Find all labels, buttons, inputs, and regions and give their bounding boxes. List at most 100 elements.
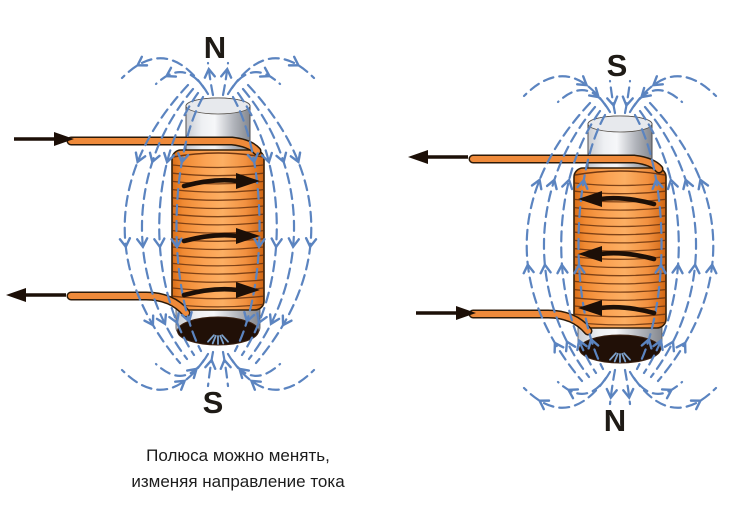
field-line bbox=[632, 376, 718, 409]
coil-winding bbox=[574, 170, 666, 176]
field-arrow-icon bbox=[162, 151, 176, 165]
pole-face-ray bbox=[609, 352, 617, 361]
field-arrow-icon bbox=[537, 399, 551, 411]
coil-winding bbox=[574, 206, 666, 211]
coil-winding bbox=[172, 188, 264, 193]
field-line bbox=[140, 87, 195, 361]
magnetic-field-lines bbox=[118, 55, 318, 391]
field-arrow-icon bbox=[256, 312, 268, 325]
field-arrow-icon bbox=[177, 152, 190, 165]
field-arrow-icon bbox=[304, 236, 318, 249]
field-arrow-icon bbox=[652, 338, 664, 352]
field-arrow-icon bbox=[587, 337, 600, 350]
field-line bbox=[522, 75, 608, 108]
magnetic-field-lines bbox=[522, 75, 718, 411]
field-arrow-icon bbox=[135, 237, 149, 250]
coil-current-arrow-icon bbox=[181, 173, 260, 189]
coil-winding bbox=[172, 254, 264, 259]
field-arrow-icon bbox=[654, 262, 667, 275]
field-line bbox=[123, 83, 190, 365]
field-arrow-icon bbox=[576, 177, 589, 191]
field-line bbox=[525, 101, 592, 383]
field-line bbox=[158, 91, 200, 357]
coil-winding bbox=[574, 280, 666, 285]
pole-face-dark bbox=[579, 334, 661, 364]
field-arrow-icon bbox=[553, 341, 565, 354]
coil-winding bbox=[574, 231, 666, 236]
field-arrow-icon bbox=[135, 55, 149, 67]
field-line bbox=[241, 87, 296, 361]
pole-face-ray bbox=[621, 352, 627, 363]
field-arrow-icon bbox=[164, 66, 178, 78]
coil-winding bbox=[172, 213, 264, 218]
coil-winding bbox=[172, 152, 264, 158]
coil-current-arrow-icon bbox=[181, 228, 260, 244]
field-arrow-icon bbox=[522, 262, 535, 275]
field-line bbox=[221, 350, 230, 388]
field-arrow-icon bbox=[621, 95, 634, 108]
coil-winding bbox=[172, 221, 264, 226]
field-line bbox=[643, 105, 698, 379]
pole-face-dark bbox=[177, 316, 259, 346]
field-arrow-icon bbox=[566, 388, 580, 400]
field-line bbox=[120, 57, 206, 90]
field-arrow-icon bbox=[640, 337, 653, 350]
core-top-face bbox=[185, 97, 251, 115]
field-line bbox=[246, 83, 313, 365]
current-arrow-top-icon bbox=[408, 150, 468, 164]
field-arrow-icon bbox=[561, 177, 574, 191]
field-arrow-icon bbox=[576, 338, 588, 352]
field-line bbox=[236, 91, 278, 357]
field-line bbox=[560, 109, 602, 375]
caption-line-1: Полюса можно менять, bbox=[146, 446, 330, 465]
current-arrow-top-icon bbox=[14, 132, 74, 146]
pole-face-ray bbox=[613, 352, 619, 363]
field-arrow-icon bbox=[573, 262, 586, 275]
coil-winding bbox=[172, 205, 264, 210]
field-arrow-icon bbox=[651, 177, 664, 191]
field-arrow-icon bbox=[180, 310, 193, 324]
wire-top-lead bbox=[470, 156, 662, 172]
field-arrow-icon bbox=[219, 66, 233, 79]
pole-label-bottom: S bbox=[203, 385, 224, 420]
field-arrow-icon bbox=[243, 310, 256, 324]
field-arrow-icon bbox=[605, 387, 618, 400]
lead-wires bbox=[468, 154, 664, 336]
field-arrow-icon bbox=[588, 86, 601, 99]
field-arrow-icon bbox=[170, 237, 183, 250]
pole-face-ray bbox=[211, 334, 217, 345]
field-line bbox=[633, 113, 663, 371]
field-line bbox=[231, 95, 261, 353]
field-arrow-icon bbox=[606, 95, 619, 108]
coil-body bbox=[171, 149, 265, 311]
coil-winding bbox=[574, 272, 666, 277]
coil-winding bbox=[574, 313, 666, 318]
coil-winding bbox=[574, 288, 666, 293]
field-line bbox=[638, 109, 680, 375]
field-arrow-icon bbox=[575, 75, 589, 87]
field-line bbox=[230, 358, 316, 391]
current-arrow-bottom-icon bbox=[6, 288, 66, 302]
field-arrow-icon bbox=[671, 262, 684, 275]
coil-winding bbox=[172, 246, 264, 251]
field-arrow-icon bbox=[168, 312, 180, 325]
field-arrow-icon bbox=[268, 313, 281, 326]
pole-face-ray bbox=[221, 334, 229, 343]
field-line bbox=[120, 358, 206, 391]
field-arrow-icon bbox=[705, 262, 718, 275]
field-arrow-icon bbox=[148, 151, 161, 165]
field-line bbox=[522, 376, 608, 409]
field-line bbox=[608, 79, 617, 115]
field-arrow-icon bbox=[253, 237, 266, 250]
wire-bottom-lead bbox=[68, 293, 189, 316]
field-arrow-icon bbox=[682, 177, 695, 191]
field-arrow-icon bbox=[258, 66, 272, 78]
electromagnet-left: NS bbox=[6, 30, 318, 420]
field-line bbox=[206, 350, 215, 388]
coil-winding bbox=[574, 223, 666, 228]
coil-winding bbox=[574, 264, 666, 269]
field-line bbox=[542, 105, 597, 379]
field-arrow-icon bbox=[153, 237, 166, 250]
field-arrow-icon bbox=[666, 177, 679, 191]
field-arrow-icon bbox=[134, 151, 147, 165]
